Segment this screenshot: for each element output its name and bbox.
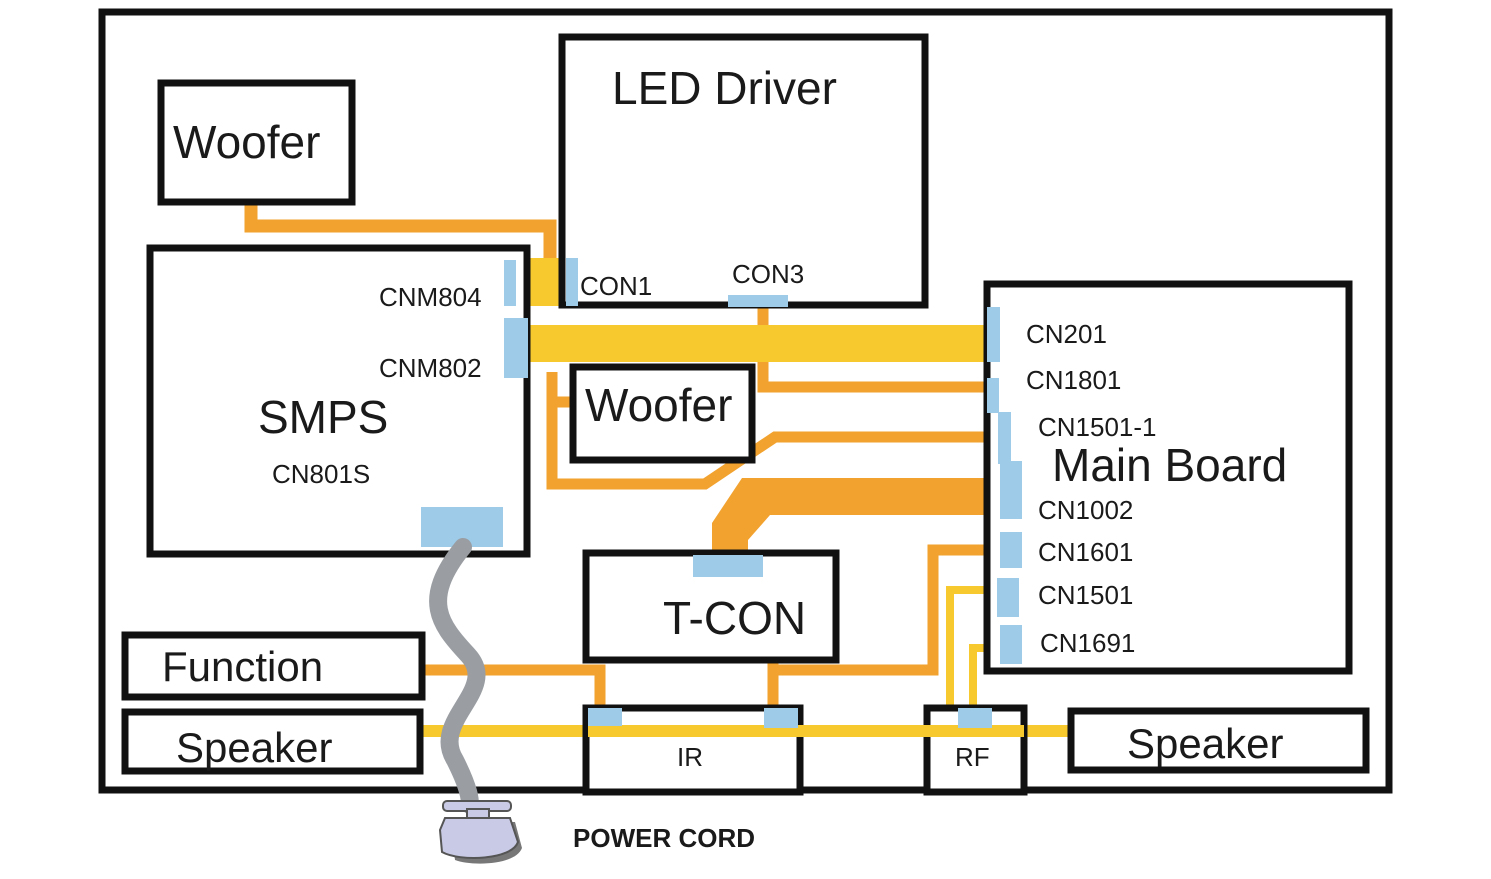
rf-label: RF	[955, 742, 990, 772]
con1-label: CON1	[580, 271, 652, 301]
block-woofer-top: Woofer	[157, 79, 356, 206]
block-speaker-right: Speaker	[1067, 707, 1370, 774]
connector-cn1002	[1000, 461, 1022, 519]
cn1501-label: CN1501	[1038, 580, 1133, 610]
block-function: Function	[121, 631, 426, 701]
cnm804-label: CNM804	[379, 282, 482, 312]
cn201-label: CN201	[1026, 319, 1107, 349]
power-cord-wire	[429, 538, 486, 814]
connector-cn201	[987, 307, 1000, 362]
cable-cn1002-tcon	[712, 478, 1005, 555]
cnm802-label: CNM802	[379, 353, 482, 383]
connector-cn1501-1	[998, 412, 1011, 464]
con3-label: CON3	[732, 259, 804, 289]
connector-cnm804	[504, 260, 516, 306]
connector-labels: CNM804 CNM802 CON1 CON3 CN201 CN1801 CN1…	[379, 259, 1287, 658]
connector-cnm802	[504, 318, 528, 378]
block-main-board	[983, 280, 1353, 675]
connector-con3	[728, 295, 788, 307]
power-cord	[429, 538, 522, 864]
woofer-top-label: Woofer	[173, 116, 320, 168]
plug-body	[438, 817, 520, 859]
speaker-left-label: Speaker	[176, 724, 332, 771]
connector-ir-right	[764, 708, 798, 728]
cn1601-label: CN1601	[1038, 537, 1133, 567]
block-t-con: T-CON	[582, 549, 840, 664]
cable-woofer-top	[244, 203, 557, 262]
speaker-right-label: Speaker	[1127, 720, 1283, 767]
cn1801-label: CN1801	[1026, 365, 1121, 395]
cable-cn1601	[773, 544, 1003, 676]
connector-rf	[958, 708, 992, 728]
connector-ir-left	[588, 708, 622, 726]
connector-cn1801	[987, 378, 999, 413]
plug-neck	[466, 808, 490, 819]
cn1501-1-label: CN1501-1	[1038, 412, 1157, 442]
woofer-mid-label: Woofer	[585, 379, 732, 431]
connectors	[421, 258, 1022, 728]
connector-cn1691	[1000, 625, 1022, 664]
block-smps: SMPS CN801S	[146, 244, 531, 558]
cable-woofer-mid	[546, 372, 1000, 490]
cn801s-label: CN801S	[272, 459, 370, 489]
main-board-label: Main Board	[1052, 439, 1287, 491]
ir-label: IR	[677, 742, 703, 772]
connector-cn1501	[997, 578, 1019, 617]
power-cord-label: POWER CORD	[573, 823, 755, 853]
connector-tcon	[693, 555, 763, 577]
connector-cn1601	[1000, 532, 1022, 568]
led-driver-label: LED Driver	[612, 62, 837, 114]
block-led-driver: LED Driver	[558, 33, 929, 309]
block-speaker-left: Speaker	[121, 708, 424, 775]
connector-con1	[566, 258, 578, 306]
cn1691-label: CN1691	[1040, 628, 1135, 658]
function-label: Function	[162, 643, 323, 690]
block-woofer-mid: Woofer	[569, 363, 756, 464]
cn1002-label: CN1002	[1038, 495, 1133, 525]
t-con-label: T-CON	[663, 592, 806, 644]
smps-label: SMPS	[258, 391, 388, 443]
cable-power-bus	[525, 325, 993, 362]
cable-rf-cn1501	[946, 586, 997, 710]
